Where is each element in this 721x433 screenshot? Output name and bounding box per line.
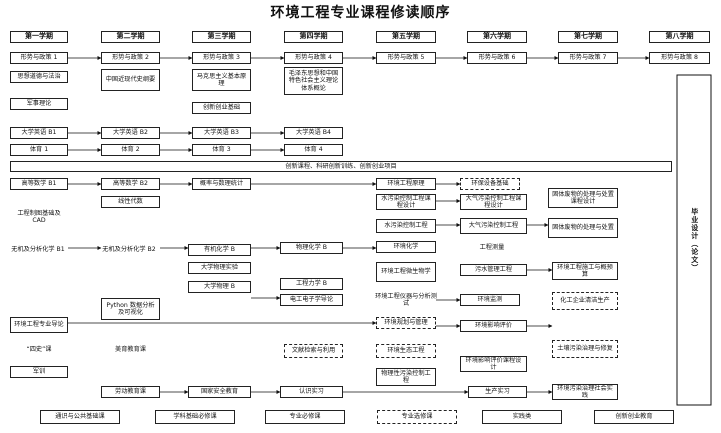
course-python: Python 数据分析及可视化 — [101, 298, 160, 320]
course-dqwrkzsj: 大气污染控制工程课程设计 — [460, 194, 527, 210]
course-gclx: 工程力学 B — [280, 278, 343, 290]
course-yy4: 大学英语 B4 — [284, 127, 343, 139]
course-swrkzsj: 水污染控制工程课程设计 — [376, 194, 436, 210]
legend-major-required: 专业必修课 — [265, 410, 345, 424]
course-yy1: 大学英语 B1 — [10, 127, 68, 139]
course-hjyxkc: 环境影响评价课程设计 — [460, 356, 527, 372]
legend-discipline: 学科基础必修课 — [155, 410, 235, 424]
course-wlhx: 物理化学 B — [280, 242, 343, 254]
semester-header-4: 第四学期 — [284, 31, 343, 43]
course-cxkc: 创新课程、科研创新训练、创新创业项目 — [10, 161, 672, 172]
capstone-thesis: 毕业设计（论文） — [690, 208, 699, 272]
course-hjgh: 环境规划与管理 — [376, 317, 436, 329]
semester-header-5: 第五学期 — [376, 31, 436, 43]
course-gs2: 高等数学 B2 — [101, 178, 160, 190]
course-mykc: 美育教育课 — [115, 346, 146, 354]
course-hjwrzl: 环境污染治理社会实践 — [552, 384, 618, 400]
course-xszc2: 形势与政策 2 — [101, 52, 160, 64]
semester-header-6: 第六学期 — [467, 31, 527, 43]
course-xszc5: 形势与政策 5 — [376, 52, 436, 64]
course-wscl: 污水管理工程 — [460, 264, 527, 276]
course-wlhjkz: 物理性污染控制工程 — [376, 368, 436, 386]
course-xszc6: 形势与政策 6 — [467, 52, 527, 64]
course-scsx: 生产实习 — [468, 386, 527, 398]
course-hbsbjc: 环保设备基础 — [460, 178, 520, 190]
course-hjgcyl: 环境工程原理 — [376, 178, 436, 190]
course-dxwlsy: 大学物理实验 — [188, 262, 251, 274]
course-mzd: 毛泽东思想和中国特色社会主义理论体系概论 — [284, 67, 343, 95]
course-hjjc: 环境工程仪器与分析测试 — [375, 292, 437, 308]
semester-header-8: 第八学期 — [649, 31, 710, 43]
course-xxds: 线性代数 — [101, 196, 160, 208]
course-hjsthx: 环境生态工程 — [376, 344, 436, 358]
course-ty3: 体育 3 — [192, 144, 251, 156]
course-gccl: 工程测量 — [479, 244, 505, 252]
course-swrkz: 水污染控制工程 — [376, 219, 436, 233]
course-yjhx: 有机化学 B — [188, 244, 251, 256]
course-hjzy: 环境工程专业导论 — [10, 317, 68, 333]
course-rzsx: 认识实习 — [280, 386, 343, 398]
semester-header-1: 第一学期 — [10, 31, 68, 43]
course-dqwrkz: 大气污染控制工程 — [460, 218, 527, 234]
legend-innovation: 创新创业教育 — [594, 410, 674, 424]
course-wjfx1: 无机及分析化学 B1 — [11, 246, 65, 254]
course-hjsg: 环境工程施工与概预算 — [552, 262, 618, 280]
course-zgjdsgy: 中国近现代史纲要 — [101, 69, 160, 91]
course-dgdz: 电工电子学导论 — [280, 294, 343, 306]
course-gjaq: 国家安全教育 — [188, 386, 251, 398]
course-sxdd: 思想道德与法治 — [10, 71, 68, 83]
course-ty2: 体育 2 — [101, 144, 160, 156]
course-cxcy: 创新创业基础 — [192, 102, 251, 114]
course-mkszy: 马克思主义基本原理 — [192, 69, 251, 91]
course-junxun: 军训 — [10, 366, 68, 378]
course-yy3: 大学英语 B3 — [192, 127, 251, 139]
course-hjjcc: 环境监测 — [460, 294, 520, 306]
page-title: 环境工程专业课程修读顺序 — [270, 5, 451, 21]
course-hjyxpj: 环境影响评价 — [460, 320, 527, 332]
course-xszc1: 形势与政策 1 — [10, 52, 68, 64]
course-sishi: “四史”课 — [26, 346, 52, 354]
semester-header-7: 第七学期 — [558, 31, 618, 43]
course-xszc7: 形势与政策 7 — [558, 52, 618, 64]
course-xszc8: 形势与政策 8 — [649, 52, 710, 64]
course-hgqy: 化工企业清洁生产 — [552, 292, 618, 310]
legend-general: 通识与公共基础课 — [40, 410, 120, 424]
legend-major-elective: 专业选修课 — [377, 410, 457, 424]
course-gs1: 高等数学 B1 — [10, 178, 68, 190]
semester-header-2: 第二学期 — [101, 31, 160, 43]
course-xszc3: 形势与政策 3 — [192, 52, 251, 64]
legend-practice: 实践类 — [482, 410, 562, 424]
course-hjwsw: 环境工程微生物学 — [376, 262, 436, 282]
course-ldjy: 劳动教育课 — [101, 386, 160, 398]
course-ty1: 体育 1 — [10, 144, 68, 156]
course-hjhx: 环境化学 — [376, 241, 436, 253]
semester-header-3: 第三学期 — [192, 31, 251, 43]
course-tryxf: 土壤污染治理与修复 — [552, 340, 618, 358]
course-yy2: 大学英语 B2 — [101, 127, 160, 139]
course-xszc4: 形势与政策 4 — [284, 52, 343, 64]
course-jsll: 军事理论 — [10, 98, 68, 110]
course-gtfw2: 固体废物的处理与处置 — [548, 218, 618, 238]
course-wjfx2: 无机及分析化学 B2 — [102, 246, 156, 254]
course-ty4: 体育 4 — [284, 144, 343, 156]
course-wxjs: 文献检索与利用 — [284, 344, 343, 358]
course-gltj: 概率与数理统计 — [192, 178, 251, 190]
course-gczt: 工程制图基础及 CAD — [17, 209, 61, 225]
course-dxwl: 大学物理 B — [188, 281, 251, 293]
course-gtfw1: 固体废物的处理与处置课程设计 — [548, 188, 618, 208]
